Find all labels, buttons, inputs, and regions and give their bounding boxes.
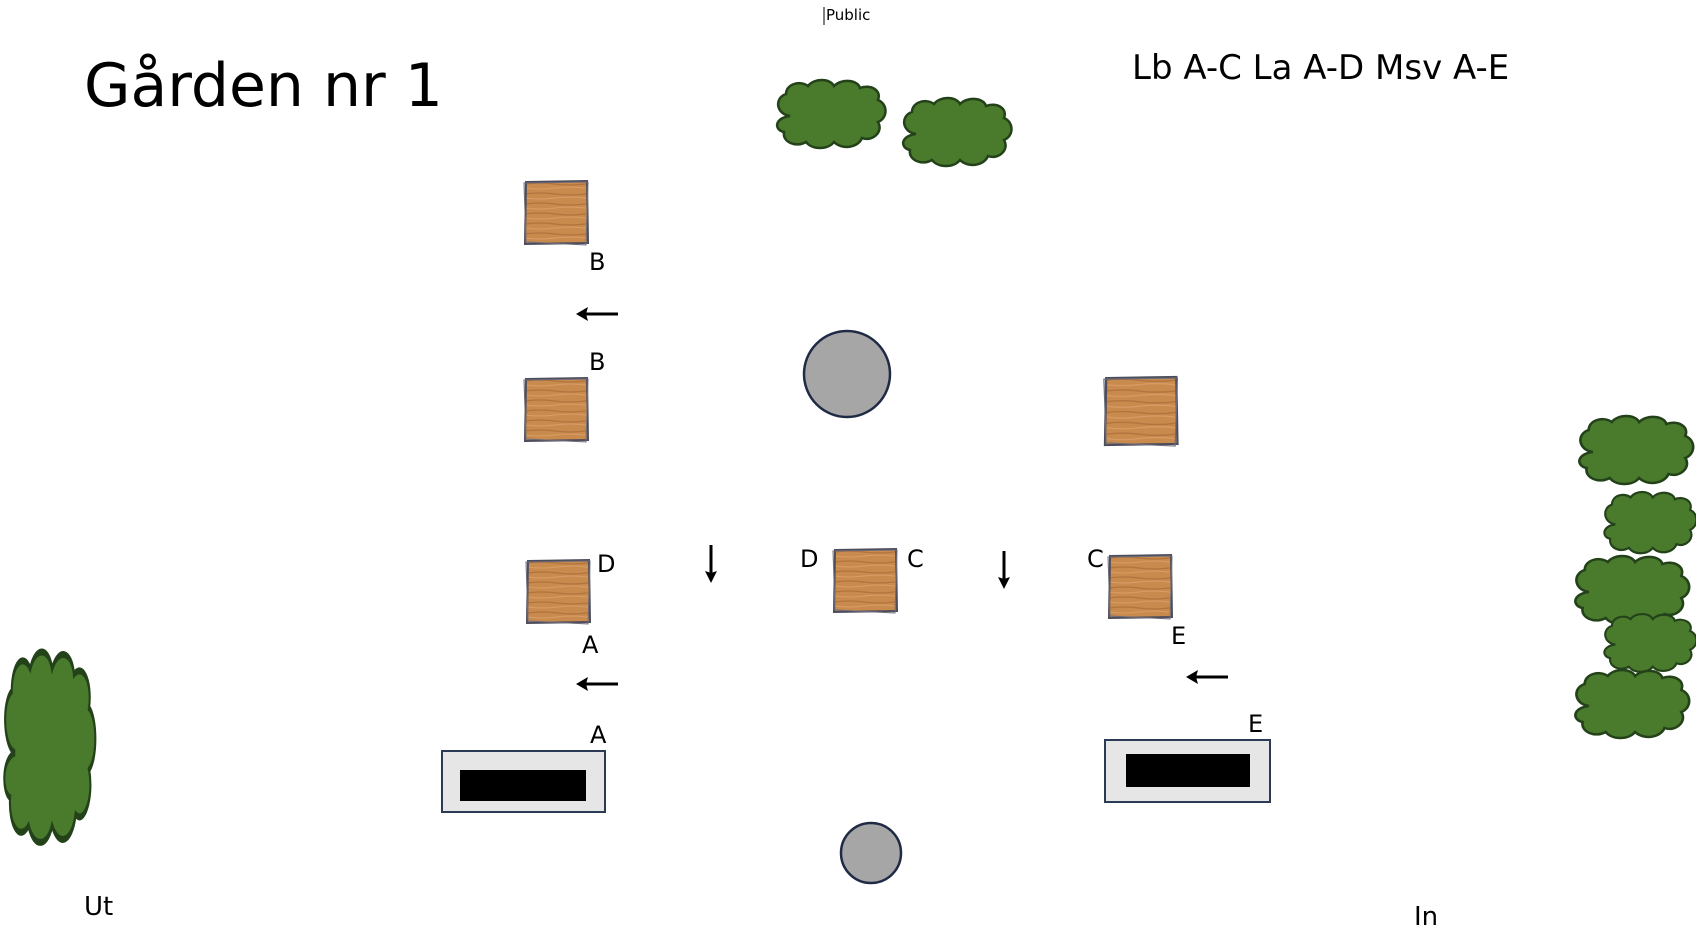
- bench-right: [1104, 739, 1271, 803]
- arrow-down-left: [703, 543, 719, 585]
- bush-top-left: [775, 78, 887, 150]
- legend-text: Lb A-C La A-D Msv A-E: [1132, 48, 1509, 88]
- label-bench-left-a: A: [590, 721, 607, 749]
- crate-low-left: [525, 559, 591, 625]
- classification-label: Public: [826, 6, 870, 24]
- label-bench-right-e: E: [1248, 710, 1263, 738]
- crate-top-left: [523, 180, 589, 246]
- bench-left: [441, 750, 606, 813]
- arrow-left-upper: [574, 305, 620, 323]
- arrow-left-right: [1184, 668, 1230, 686]
- label-crate-left-a: A: [582, 631, 599, 659]
- label-crate-center-c: C: [907, 545, 924, 573]
- crate-center: [832, 548, 898, 614]
- label-exit: Ut: [84, 892, 113, 922]
- label-crate-center-d: D: [800, 545, 818, 573]
- label-crate-left-d: D: [597, 550, 615, 578]
- bush-right-2: [1603, 490, 1696, 555]
- label-crate-top-b: B: [589, 248, 605, 276]
- label-entrance: In: [1414, 902, 1438, 932]
- page-title: Gården nr 1: [84, 51, 443, 121]
- label-crate-right-e: E: [1171, 622, 1186, 650]
- stone-upper: [802, 329, 892, 419]
- bush-right-5: [1574, 668, 1691, 740]
- bush-top-right: [901, 96, 1013, 168]
- crate-right-upper: [1102, 375, 1179, 448]
- crate-right-lower: [1107, 554, 1173, 620]
- label-crate-right-c: C: [1087, 545, 1104, 573]
- label-crate-mid-b: B: [589, 348, 605, 376]
- bush-right-1: [1578, 414, 1695, 486]
- arrow-down-right: [996, 549, 1012, 591]
- crate-mid-left: [523, 377, 589, 443]
- arrow-left-lower: [574, 675, 620, 693]
- bush-right-4: [1603, 612, 1696, 673]
- stone-lower: [839, 821, 903, 885]
- bush-right-3: [1574, 554, 1691, 626]
- bush-left-tall: [4, 652, 95, 842]
